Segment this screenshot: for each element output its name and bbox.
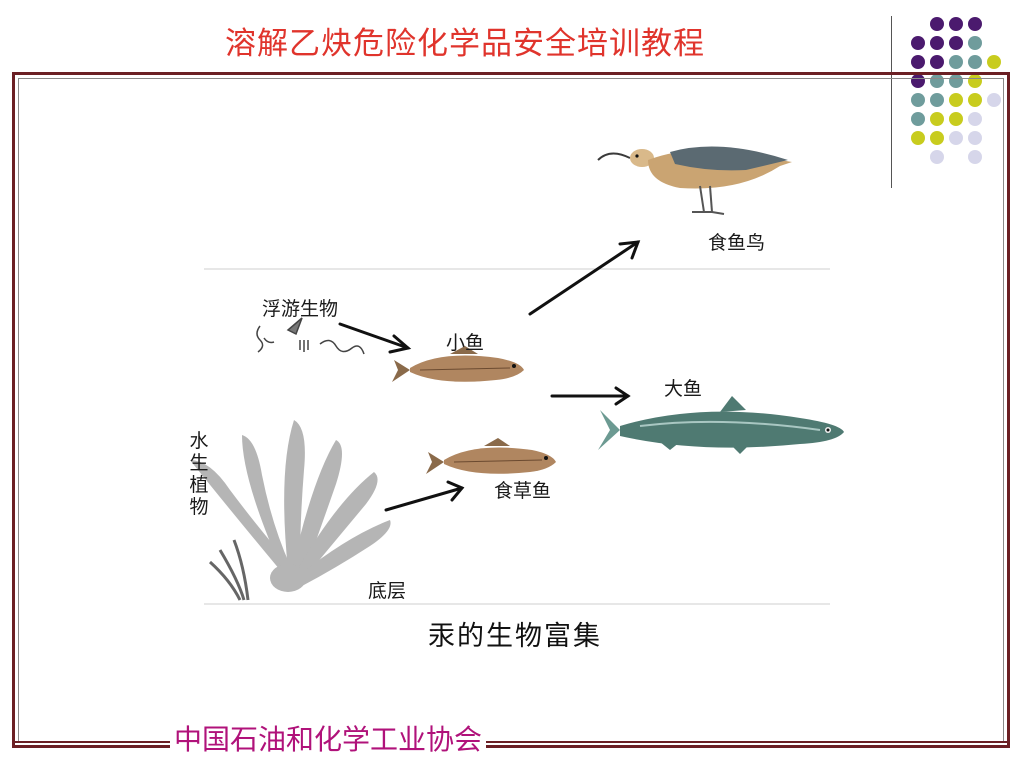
- decor-dot: [968, 93, 982, 107]
- decor-dot: [987, 55, 1001, 69]
- slide-frame: [12, 72, 1010, 748]
- herbivore-fish-illustration: [426, 438, 556, 474]
- decor-dot: [949, 93, 963, 107]
- arrow-small-fish-to-bird: [528, 240, 640, 316]
- food-chain-diagram: [190, 146, 844, 605]
- label-big-fish: 大鱼: [664, 378, 703, 400]
- small-fish-illustration: [392, 346, 524, 382]
- bird-illustration: [597, 146, 792, 215]
- decor-dot: [949, 131, 963, 145]
- arrows: [338, 240, 641, 512]
- decorative-dot-grid: [911, 17, 1001, 164]
- decor-dot: [949, 36, 963, 50]
- decor-dot: [911, 93, 925, 107]
- decor-dot: [949, 112, 963, 126]
- decor-dot: [968, 112, 982, 126]
- label-plankton: 浮游生物: [262, 298, 339, 320]
- decor-dot: [930, 17, 944, 31]
- decor-dot: [930, 55, 944, 69]
- decor-dot: [987, 93, 1001, 107]
- label-small-fish: 小鱼: [446, 332, 485, 354]
- decor-dot: [968, 36, 982, 50]
- decor-dot: [968, 150, 982, 164]
- decor-dot: [930, 74, 944, 88]
- decor-dot: [930, 36, 944, 50]
- decor-dot: [930, 131, 944, 145]
- decor-dot: [911, 74, 925, 88]
- decor-dot: [930, 112, 944, 126]
- header-divider: [891, 16, 892, 188]
- decor-dot: [968, 55, 982, 69]
- label-herbivore-fish: 食草鱼: [494, 480, 552, 502]
- decor-dot: [911, 131, 925, 145]
- slide-title: 溶解乙炔危险化学品安全培训教程: [225, 26, 705, 62]
- label-bottom-layer: 底层: [368, 580, 407, 602]
- diagram-caption: 汞的生物富集: [428, 621, 602, 652]
- decor-dot: [949, 17, 963, 31]
- decor-dot: [968, 74, 982, 88]
- decor-dot: [930, 93, 944, 107]
- decor-dot: [911, 55, 925, 69]
- decor-dot: [930, 150, 944, 164]
- footer-rule: [12, 741, 1010, 743]
- plankton-illustration: [256, 317, 365, 355]
- decor-dot: [911, 112, 925, 126]
- decor-dot: [949, 74, 963, 88]
- decor-dot: [949, 55, 963, 69]
- arrow-plankton-to-small-fish: [338, 322, 410, 350]
- arrow-plant-to-herbivore: [384, 486, 464, 512]
- big-fish-illustration: [598, 396, 844, 454]
- label-water-plants: 水生植物: [189, 430, 209, 518]
- decor-dot: [968, 131, 982, 145]
- slide-footer: 中国石油和化学工业协会: [170, 720, 487, 760]
- water-plant-illustration: [190, 420, 391, 601]
- label-fish-eating-bird: 食鱼鸟: [708, 232, 766, 254]
- decor-dot: [968, 17, 982, 31]
- decor-dot: [911, 36, 925, 50]
